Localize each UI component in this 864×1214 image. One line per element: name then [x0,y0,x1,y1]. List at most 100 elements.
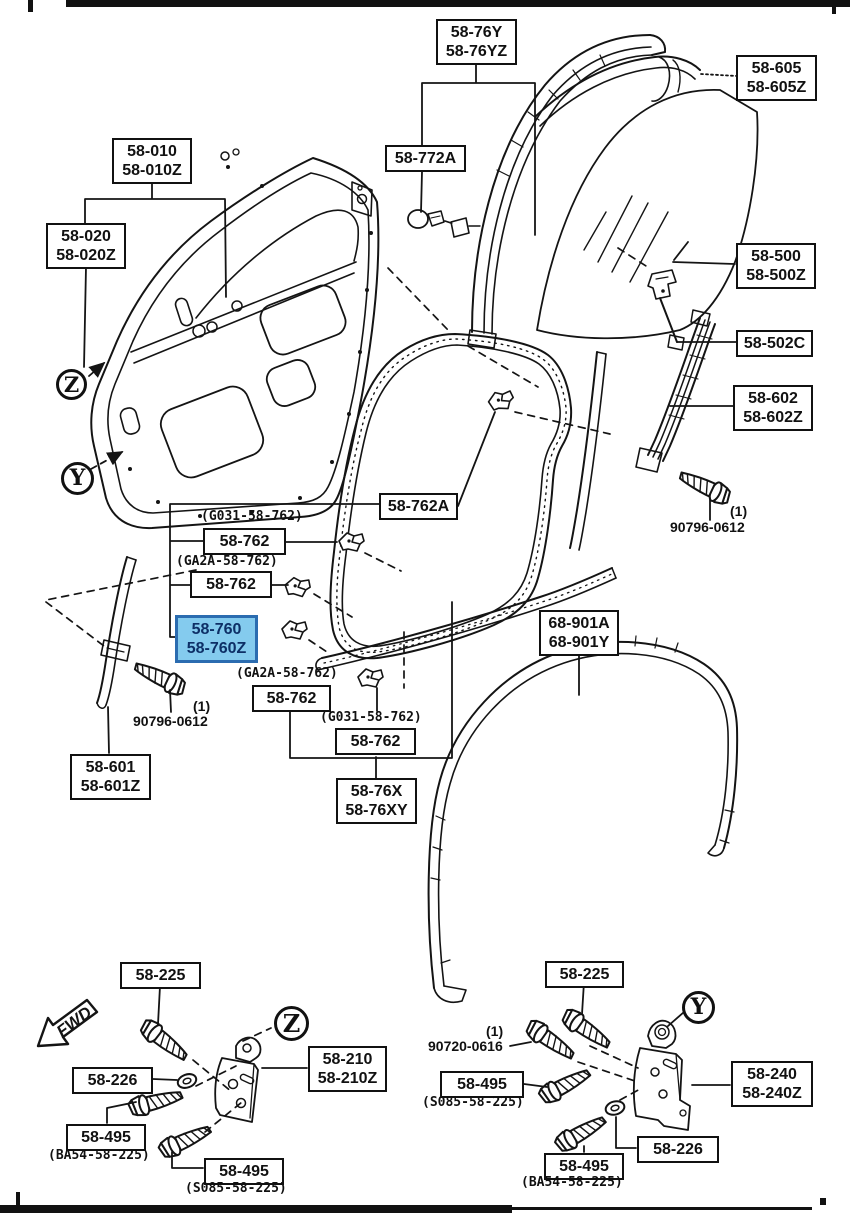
leader-dashes [45,220,647,1133]
label-connector-lines [83,62,738,1169]
part-label-58-226-left[interactable]: 58-226 [72,1067,153,1094]
part-label-58-605[interactable]: 58-605 58-605Z [736,55,817,101]
part-number: 58-76Y [450,24,503,41]
bolt-qty-bottom-right: (1) [486,1023,504,1039]
part-number: 58-500 [751,248,801,265]
glass-guide-channel [635,309,716,473]
part-number: 58-020Z [56,247,116,264]
part-number: 58-762 [266,690,317,707]
glass-run-channel [450,34,667,349]
variant-code-s085-right: (S085-58-225) [422,1095,524,1110]
hinge-plate-left [214,1036,262,1123]
part-number: 58-225 [135,967,186,984]
variant-code-ba54-left: (BA54-58-225) [48,1148,150,1163]
part-label-58-500[interactable]: 58-500 58-500Z [736,243,816,289]
part-label-58-240[interactable]: 58-240 58-240Z [731,1061,813,1107]
part-number: 58-226 [87,1072,138,1089]
view-marker-y-bottom: Y [682,991,715,1024]
variant-code-g031-1: (G031-58-762) [201,509,303,524]
view-arrows [88,361,124,470]
part-number: 58-762 [350,733,401,750]
part-number: 58-760 [191,621,242,638]
part-label-58-762-3[interactable]: 58-762 [252,685,331,712]
part-label-58-762-4[interactable]: 58-762 [335,728,416,755]
part-number: 58-495 [559,1158,609,1175]
part-label-58-76y[interactable]: 58-76Y 58-76YZ [436,19,517,65]
variant-code-ga2a-1: (GA2A-58-762) [176,554,278,569]
part-number: 58-601Z [80,778,141,795]
part-number: 58-762 [219,533,270,550]
part-number: 58-601 [85,759,136,776]
part-label-58-602[interactable]: 58-602 58-602Z [733,385,813,431]
part-label-58-495-left-2[interactable]: 58-495 [204,1158,284,1185]
grommet-772a [407,209,445,229]
part-number: 58-010Z [122,162,182,179]
part-number: 58-010 [127,143,177,160]
bolt-number-bottom-right: 90720-0616 [428,1038,503,1054]
part-number: 58-225 [559,966,610,983]
part-number: 58-495 [81,1129,131,1146]
part-label-58-502c[interactable]: 58-502C [736,330,813,357]
bolt-number-left: 90796-0612 [133,713,208,729]
bolt-qty-right: (1) [730,503,748,519]
part-label-58-495-right-2[interactable]: 58-495 [544,1153,624,1180]
part-number: 58-605Z [746,79,807,96]
part-number: 58-020 [61,228,111,245]
part-label-58-762-2[interactable]: 58-762 [190,571,272,598]
part-number: 58-605 [751,60,802,77]
part-number: 58-602Z [743,409,803,426]
variant-code-s085-left: (S085-58-225) [185,1181,287,1196]
door-seal-loop [329,333,573,660]
view-marker-z-top: Z [56,369,87,400]
bolt-number-right: 90796-0612 [670,519,745,535]
part-number: 58-226 [653,1141,703,1158]
part-label-58-76x[interactable]: 58-76X 58-76XY [336,778,417,824]
part-label-58-225-right[interactable]: 58-225 [545,961,624,988]
part-label-58-225-left[interactable]: 58-225 [120,962,201,989]
part-number: 58-500Z [746,267,806,284]
part-label-58-762a[interactable]: 58-762A [379,493,458,520]
variant-code-ba54-right: (BA54-58-225) [521,1175,623,1190]
part-label-58-762-1[interactable]: 58-762 [203,528,286,555]
part-number: 68-901Y [548,634,610,651]
view-marker-z-bottom: Z [274,1006,309,1041]
glass-guide-clip [647,269,685,351]
part-label-58-495-left-1[interactable]: 58-495 [66,1124,146,1151]
part-number: 58-760Z [186,640,247,657]
part-label-58-020[interactable]: 58-020 58-020Z [46,223,126,269]
part-number: 58-240 [747,1066,797,1083]
part-number: 58-210 [322,1051,373,1068]
part-number: 58-602 [748,390,798,407]
variant-code-ga2a-2: (GA2A-58-762) [236,666,338,681]
part-number: 58-495 [219,1163,269,1180]
part-label-58-210[interactable]: 58-210 58-210Z [308,1046,387,1092]
belt-molding [535,55,701,127]
bolt-qty-left: (1) [193,698,211,714]
part-label-58-601[interactable]: 58-601 58-601Z [70,754,151,800]
door-panel [90,148,380,530]
door-glass [536,89,759,340]
part-number: 58-762 [206,576,256,593]
part-number: 58-495 [457,1076,507,1093]
part-label-58-772a[interactable]: 58-772A [385,145,466,172]
part-number: 58-76X [350,783,403,800]
view-marker-y-top: Y [61,462,94,495]
part-label-58-010[interactable]: 58-010 58-010Z [112,138,192,184]
rear-channel [96,556,137,709]
part-number: 58-502C [743,335,806,352]
variant-code-g031-2: (G031-58-762) [320,710,422,725]
part-label-58-760-selected[interactable]: 58-760 58-760Z [175,615,258,663]
part-label-68-901a[interactable]: 68-901A 68-901Y [539,610,619,656]
part-number: 68-901A [548,615,610,632]
part-number: 58-240Z [742,1085,802,1102]
part-number: 58-772A [394,150,457,167]
part-number: 58-210Z [317,1070,378,1087]
fwd-arrow: FWD [36,998,99,1048]
hinge-plate-right [633,1019,691,1131]
part-label-58-495-right-1[interactable]: 58-495 [440,1071,524,1098]
part-label-58-226-right[interactable]: 58-226 [637,1136,719,1163]
part-number: 58-762A [387,498,450,515]
